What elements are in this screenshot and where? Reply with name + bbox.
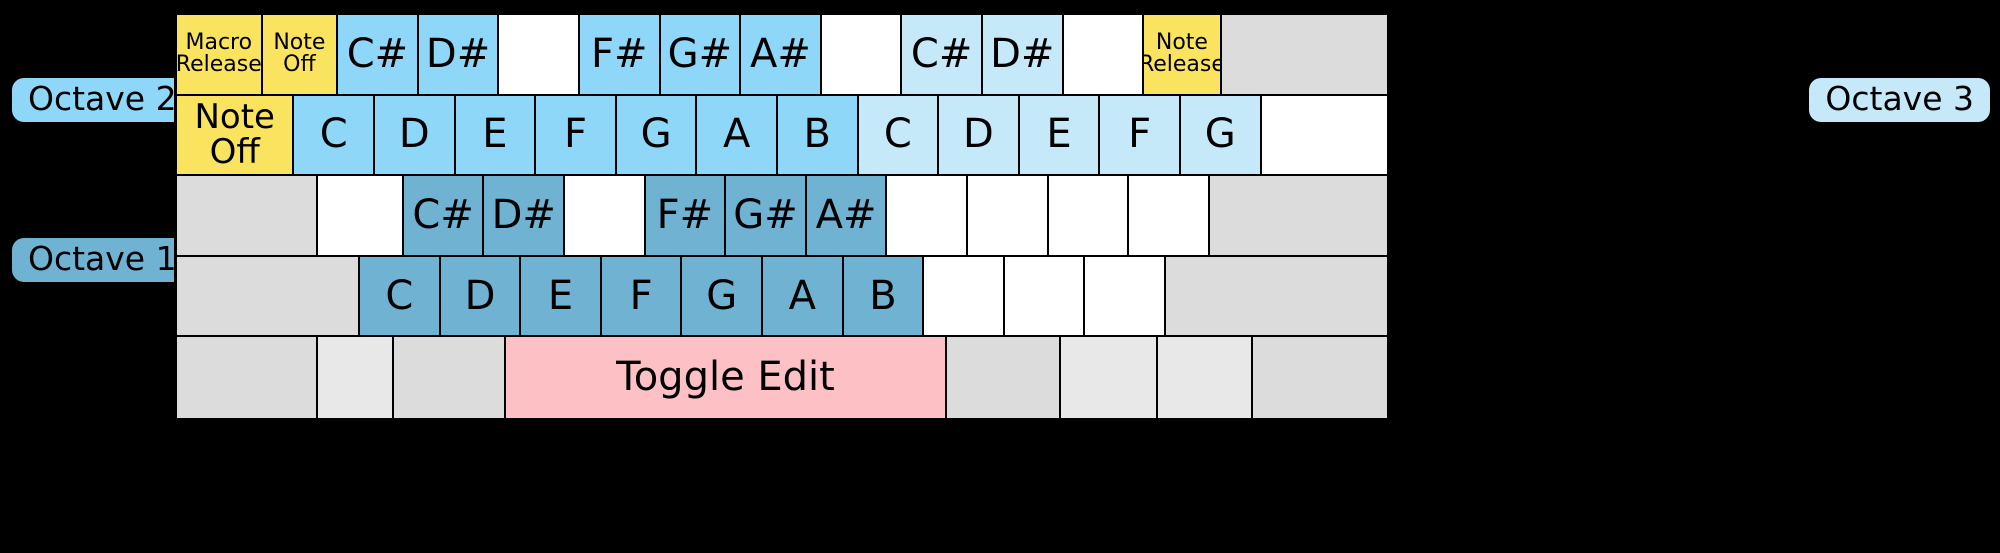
key-e[interactable]: E [455, 95, 537, 177]
key-blank-3-9[interactable] [1004, 256, 1086, 338]
key-blank-3-11[interactable] [1166, 256, 1387, 338]
key-blank-0-13[interactable] [1221, 15, 1387, 96]
key-d[interactable]: D [939, 95, 1020, 177]
key-b[interactable]: B [843, 256, 925, 338]
key-blank-4-6[interactable] [1157, 337, 1253, 418]
key-d[interactable]: D [375, 95, 456, 177]
key-blank-2-0[interactable] [177, 176, 319, 257]
key-d[interactable]: D [440, 256, 522, 338]
key-blank-2-11[interactable] [1129, 176, 1210, 257]
octave-1-label: Octave 1 [12, 238, 193, 282]
octave-3-label: Octave 3 [1809, 78, 1990, 122]
key-blank-3-0[interactable] [177, 256, 361, 338]
key-a[interactable]: A [697, 95, 778, 177]
key-g[interactable]: G [616, 95, 698, 177]
keyboard-row-home-row: C#D# F#G#A# [177, 176, 1387, 257]
key-blank-2-9[interactable] [968, 176, 1049, 257]
key-csharp[interactable]: C# [902, 15, 983, 96]
key-blank-0-4[interactable] [499, 15, 580, 96]
key-blank-4-2[interactable] [394, 337, 506, 418]
key-blank-4-5[interactable] [1060, 337, 1158, 418]
key-c[interactable]: C [294, 95, 375, 177]
key-blank-1-13[interactable] [1261, 95, 1387, 177]
key-blank-4-0[interactable] [177, 337, 319, 418]
key-g[interactable]: G [682, 256, 764, 338]
key-blank-4-4[interactable] [947, 337, 1061, 418]
key-f[interactable]: F [601, 256, 683, 338]
key-f[interactable]: F [536, 95, 617, 177]
key-note-off[interactable]: Note Off [177, 95, 295, 177]
key-blank-0-11[interactable] [1063, 15, 1145, 96]
key-blank-4-7[interactable] [1252, 337, 1387, 418]
key-dsharp[interactable]: D# [418, 15, 500, 96]
key-f[interactable]: F [1100, 95, 1181, 177]
key-blank-3-10[interactable] [1085, 256, 1167, 338]
key-dsharp[interactable]: D# [982, 15, 1064, 96]
key-fsharp[interactable]: F# [645, 176, 727, 257]
key-fsharp[interactable]: F# [579, 15, 661, 96]
key-macro-release[interactable]: Macro Release [177, 15, 263, 96]
key-csharp[interactable]: C# [403, 176, 485, 257]
key-blank-2-12[interactable] [1209, 176, 1387, 257]
key-a[interactable]: A [763, 256, 844, 338]
key-toggle-edit[interactable]: Toggle Edit [505, 337, 948, 418]
key-c[interactable]: C [858, 95, 940, 177]
key-g[interactable]: G [1180, 95, 1262, 177]
key-e[interactable]: E [1019, 95, 1101, 177]
key-blank-2-8[interactable] [887, 176, 969, 257]
key-blank-2-1[interactable] [318, 176, 404, 257]
key-blank-3-8[interactable] [924, 256, 1005, 338]
key-dsharp[interactable]: D# [484, 176, 566, 257]
key-csharp[interactable]: C# [338, 15, 419, 96]
key-e[interactable]: E [521, 256, 602, 338]
key-asharp[interactable]: A# [741, 15, 822, 96]
key-blank-2-10[interactable] [1048, 176, 1130, 257]
keyboard-row-space-row: Toggle Edit [177, 337, 1387, 418]
key-c[interactable]: C [360, 256, 441, 338]
key-blank-2-4[interactable] [565, 176, 646, 257]
octave-2-label: Octave 2 [12, 78, 193, 122]
key-asharp[interactable]: A# [806, 176, 888, 257]
key-note-off[interactable]: Note Off [262, 15, 339, 96]
key-blank-4-1[interactable] [318, 337, 395, 418]
key-note-release[interactable]: Note Release [1144, 15, 1222, 96]
key-b[interactable]: B [777, 95, 859, 177]
key-blank-0-8[interactable] [821, 15, 903, 96]
key-gsharp[interactable]: G# [660, 15, 742, 96]
key-gsharp[interactable]: G# [726, 176, 807, 257]
